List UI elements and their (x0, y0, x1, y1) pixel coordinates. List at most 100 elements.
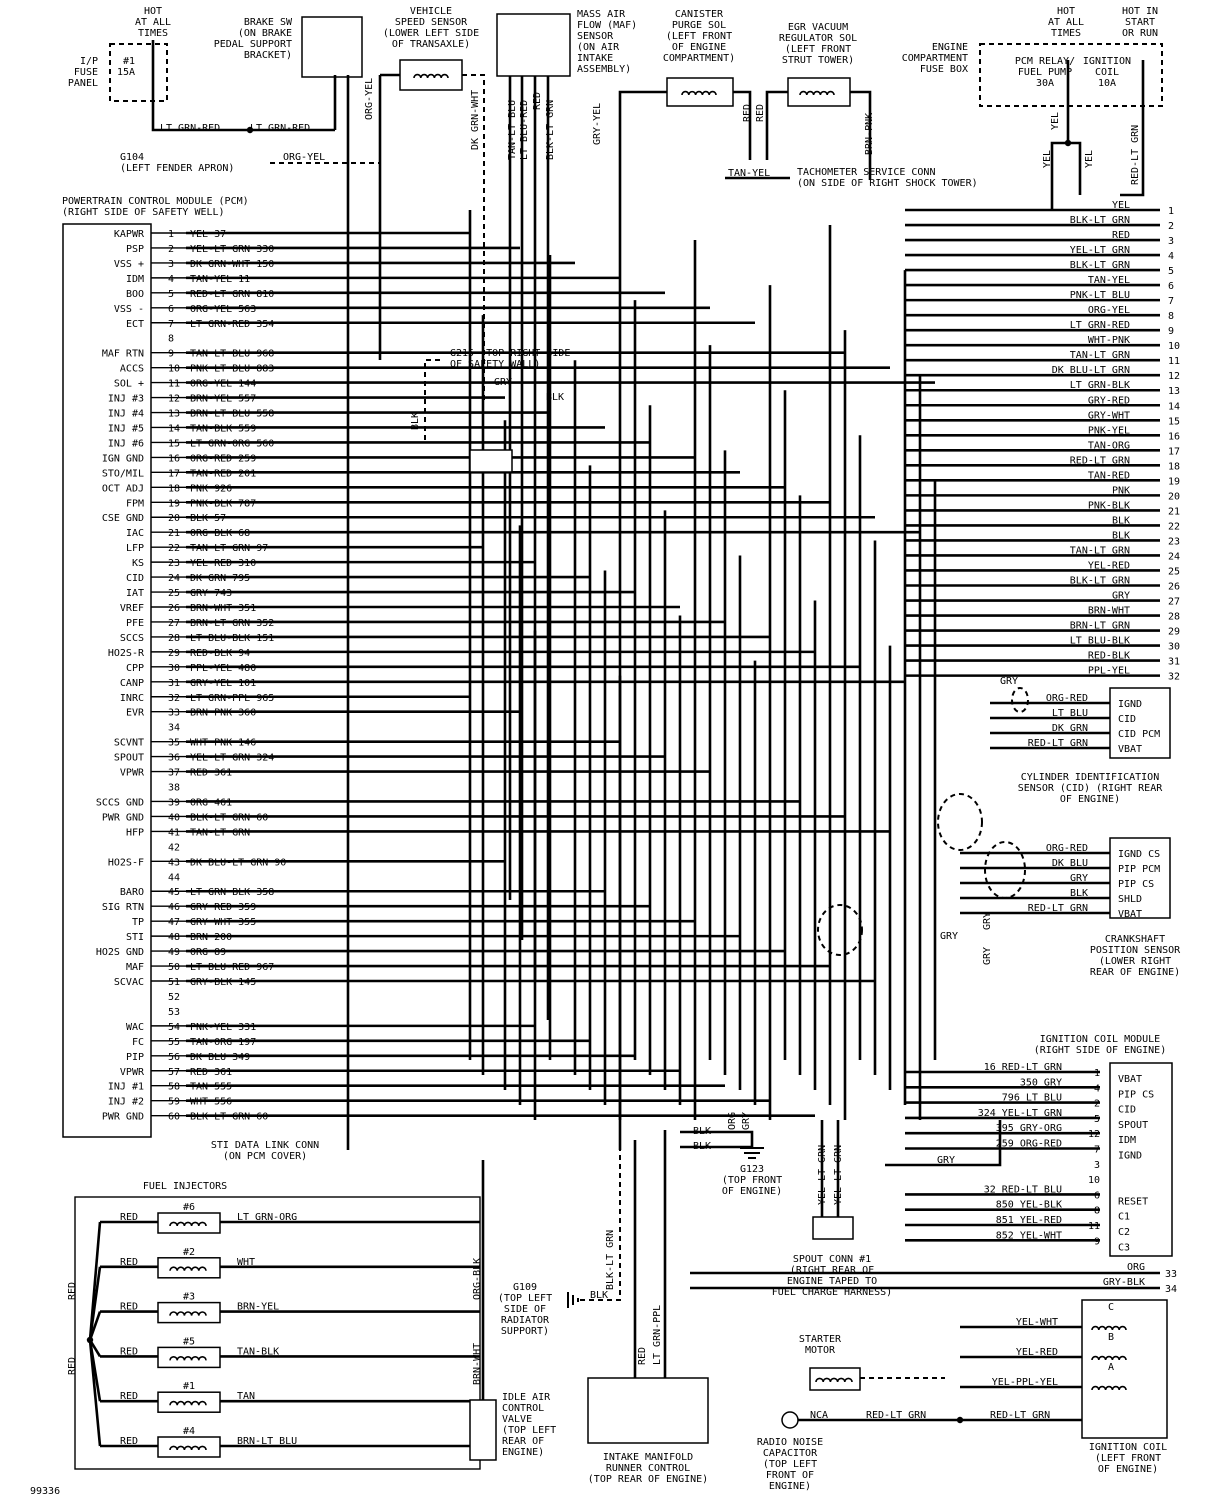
pcm-pin-number: 33 (168, 708, 180, 719)
bus-wire-label: YEL-LT GRN (1070, 245, 1130, 256)
pcm-pin-number: 41 (168, 827, 180, 838)
bus-wire-label: TAN-YEL (1088, 275, 1130, 286)
bus-wire-label: RED-LT GRN (1070, 455, 1130, 466)
icm-pin-name: IGND (1118, 1151, 1142, 1162)
icm-wire-label: 16 RED-LT GRN (984, 1062, 1062, 1073)
pcm-pin-number: 51 (168, 977, 180, 988)
pcm-pin-number: 49 (168, 947, 180, 958)
wire-tag: BLK-LT GRN (545, 100, 556, 160)
icm-pin-name: CID (1118, 1105, 1136, 1116)
pcm-pin-number: 39 (168, 797, 180, 808)
bus-wire-label: BLK (1112, 515, 1130, 526)
injector-coil (169, 1445, 207, 1451)
pcm-block (62, 223, 152, 1138)
pcm-pin-wire: RED-LT GRN 810 (190, 289, 274, 300)
bus-wire-label: BRN-LT GRN (1070, 621, 1130, 632)
pcm-pin-function: CID (126, 573, 144, 584)
pcm-pin-function: HO2S-F (108, 857, 144, 868)
wire-tag: LT GRN-PPL (652, 1305, 663, 1365)
icm-pin-name: C3 (1118, 1242, 1130, 1253)
pcm-pin-wire: BRN-LT BLU 558 (190, 409, 274, 420)
pcm-pin-wire: DK GRN 795 (190, 573, 250, 584)
pcm-pin-number: 25 (168, 588, 180, 599)
pcm-pin-function: VREF (120, 603, 144, 614)
wire-tag: ORG (727, 1112, 738, 1130)
coil-letter: C (1108, 1302, 1114, 1313)
injector-red-label: RED (120, 1391, 138, 1402)
pcm-pin-function: INJ #2 (108, 1097, 144, 1108)
cid-pin: IGND (1118, 699, 1142, 710)
pcm-pin-wire: LT GRN-PPL 965 (190, 693, 274, 704)
pcm-pin-function: CSE GND (102, 513, 144, 524)
bus-wire-label: BLK (1112, 530, 1130, 541)
icm-wire-label: 852 YEL-WHT (996, 1230, 1062, 1241)
pcm-pin-wire: PNK 926 (190, 483, 232, 494)
wire-tag: YEL (1042, 150, 1053, 168)
bus-wire-label: PPL-YEL (1088, 666, 1130, 677)
pcm-pin-number: 40 (168, 812, 180, 823)
extra-bus-number: 34 (1165, 1284, 1177, 1295)
splice-dot (1064, 139, 1072, 147)
injector-red-label: RED (120, 1257, 138, 1268)
icm-wire-label: 259 ORG-RED (996, 1139, 1062, 1150)
injector-wire-label: BRN-YEL (237, 1302, 279, 1313)
fuse-panel-box (109, 43, 168, 102)
pcm-pin-number: 59 (168, 1097, 180, 1108)
cid-box (1109, 687, 1171, 759)
wire (580, 1130, 621, 1301)
pcm-pin-wire: LT BLU-BLK 151 (190, 633, 274, 644)
pcm-pin-number: 42 (168, 842, 180, 853)
wire-tag: ORG-YEL (283, 152, 325, 163)
pcm-pin-wire: ORG-RED 259 (190, 453, 256, 464)
vss-shield (462, 74, 485, 400)
pcm-pin-function: IAT (126, 588, 144, 599)
pcm-pin-function: SCVNT (114, 738, 144, 749)
pcm-pin-number: 38 (168, 783, 180, 794)
pcm-pin-number: 12 (168, 394, 180, 405)
icm-pin-name: RESET (1118, 1196, 1148, 1207)
pcm-pin-number: 17 (168, 468, 180, 479)
injector-wire-label: BRN-LT BLU (237, 1436, 297, 1447)
injector-coil (169, 1266, 207, 1271)
pcm-pin-number: 52 (168, 992, 180, 1003)
pcm-pin-number: 18 (168, 483, 180, 494)
bus-wire-label: DK BLU-LT GRN (1052, 365, 1130, 376)
bus-number: 25 (1168, 566, 1180, 577)
ckp-pin: IGND CS (1118, 849, 1160, 860)
icm-pin-number: 2 (1094, 1099, 1100, 1110)
injector-coil (169, 1356, 207, 1361)
coil-wire-label: YEL-PPL-YEL (992, 1377, 1058, 1388)
icm-pin-number: 8 (1094, 1206, 1100, 1217)
pcm-pin-number: 5 (168, 289, 174, 300)
wire-tag: RED (532, 92, 543, 110)
ckp-pin: VBAT (1118, 909, 1142, 920)
bus-number: 28 (1168, 612, 1180, 623)
coil-letter: A (1108, 1362, 1114, 1373)
pcm-pin-number: 20 (168, 513, 180, 524)
icm-box (1109, 1062, 1173, 1257)
bus-wire-label: BLK-LT GRN (1070, 215, 1130, 226)
ground-symbol (740, 1147, 764, 1159)
injector-feed (88, 1339, 102, 1447)
pcm-pin-number: 21 (168, 528, 180, 539)
icm-pin-number: 3 (1094, 1160, 1100, 1171)
bus-number: 3 (1168, 236, 1174, 247)
cid-wire-label: DK GRN (1052, 723, 1088, 734)
pcm-pin-number: 8 (168, 334, 174, 345)
bus-wire-label: PNK-LT BLU (1070, 290, 1130, 301)
pcm-pin-wire: GRY 743 (190, 588, 232, 599)
pcm-pin-wire: BRN-YEL 557 (190, 394, 256, 405)
pcm-pin-function: FPM (126, 498, 144, 509)
pcm-pin-function: SCCS (120, 633, 144, 644)
pcm-pin-function: VPWR (120, 768, 145, 779)
icm-pin-number: 9 (1094, 1236, 1100, 1247)
pcm-pin-function: SPOUT (114, 753, 144, 764)
pcm-pin-number: 45 (168, 887, 180, 898)
iac-box (469, 1399, 497, 1461)
wire-tag: BLK (693, 1141, 711, 1152)
pcm-pin-wire: LT GRN-RED 354 (190, 319, 274, 330)
